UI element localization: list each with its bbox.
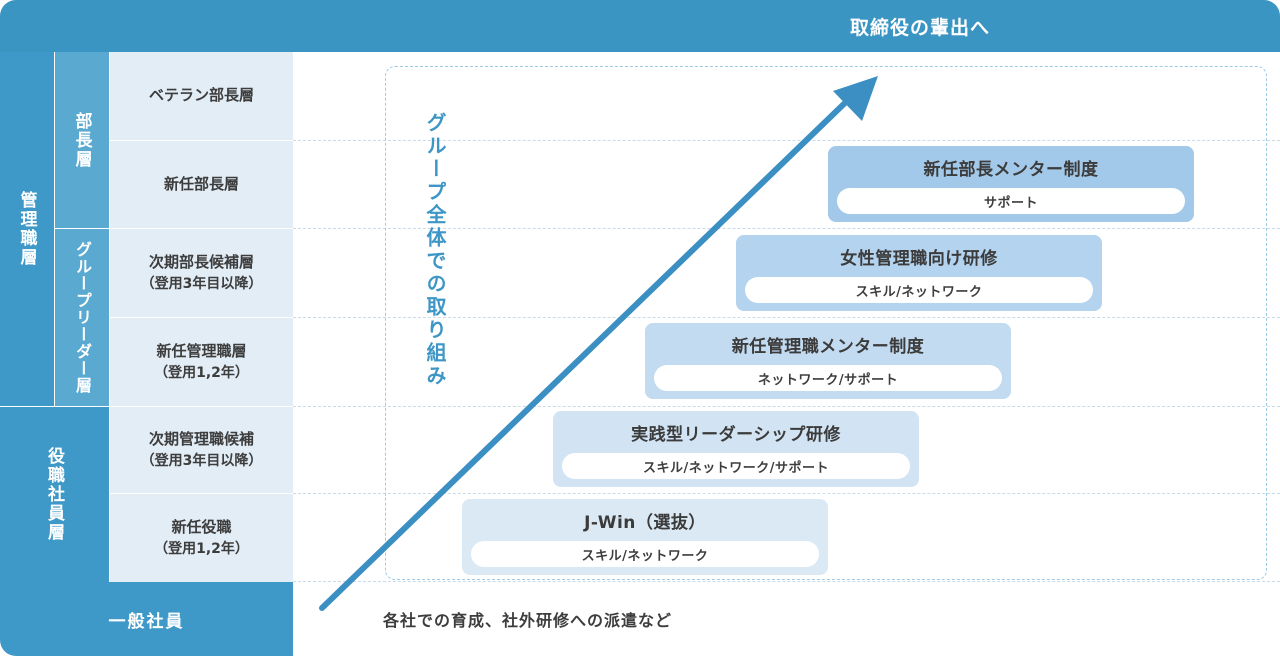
level-name: 新任部長層 <box>163 174 239 193</box>
level-next-manager-candidate: 次期管理職候補 （登用3年目以降） <box>110 407 293 493</box>
level-note: （登用3年目以降） <box>140 452 263 469</box>
program-title: J-Win（選抜） <box>584 512 706 533</box>
program-title: 新任管理職メンター制度 <box>731 336 925 357</box>
level-name: 次期部長候補層 <box>148 252 254 271</box>
level-new-officer: 新任役職 （登用1,2年） <box>110 494 293 582</box>
program-tags: サポート <box>837 188 1185 214</box>
level-note: （登用3年目以降） <box>140 275 263 292</box>
program-tags: スキル/ネットワーク <box>471 541 819 567</box>
level-note: （登用1,2年） <box>154 540 249 557</box>
group-initiatives-heading: グループ全体での取り組み <box>423 112 447 388</box>
header-banner <box>0 0 1280 52</box>
level-veteran-dept-head: ベテラン部長層 <box>110 52 293 140</box>
general-employee-description: 各社での育成、社外研修への派遣など <box>383 611 673 630</box>
group-label-management: 管理職層 <box>0 52 54 406</box>
program-title: 新任部長メンター制度 <box>923 159 1099 180</box>
level-name: 新任管理職層 <box>156 341 247 360</box>
program-tags: ネットワーク/サポート <box>654 365 1002 391</box>
program-tags: スキル/ネットワーク <box>745 277 1093 303</box>
general-employee-label: 一般社員 <box>0 582 293 656</box>
program-card: 新任部長メンター制度 サポート <box>828 146 1194 222</box>
program-tags: スキル/ネットワーク/サポート <box>562 453 910 479</box>
level-new-dept-head: 新任部長層 <box>110 141 293 228</box>
level-next-dept-head-candidate: 次期部長候補層 （登用3年目以降） <box>110 229 293 317</box>
program-card: 新任管理職メンター制度 ネットワーク/サポート <box>645 323 1011 399</box>
program-card: 女性管理職向け研修 スキル/ネットワーク <box>736 235 1102 311</box>
program-card: J-Win（選抜） スキル/ネットワーク <box>462 499 828 575</box>
program-title: 女性管理職向け研修 <box>840 248 998 269</box>
level-note: （登用1,2年） <box>154 364 249 381</box>
level-name: 次期管理職候補 <box>148 429 254 448</box>
header-title: 取締役の輩出へ <box>849 16 990 39</box>
level-new-manager: 新任管理職層 （登用1,2年） <box>110 318 293 406</box>
level-name: ベテラン部長層 <box>148 86 254 105</box>
group-label-department-heads: 部長層 <box>55 52 109 228</box>
program-title: 実践型リーダーシップ研修 <box>631 424 841 445</box>
group-label-officers: 役職社員層 <box>0 407 109 582</box>
level-name: 新任役職 <box>171 517 232 536</box>
group-label-group-leaders: グループリーダー層 <box>55 229 109 406</box>
program-card: 実践型リーダーシップ研修 スキル/ネットワーク/サポート <box>553 411 919 487</box>
